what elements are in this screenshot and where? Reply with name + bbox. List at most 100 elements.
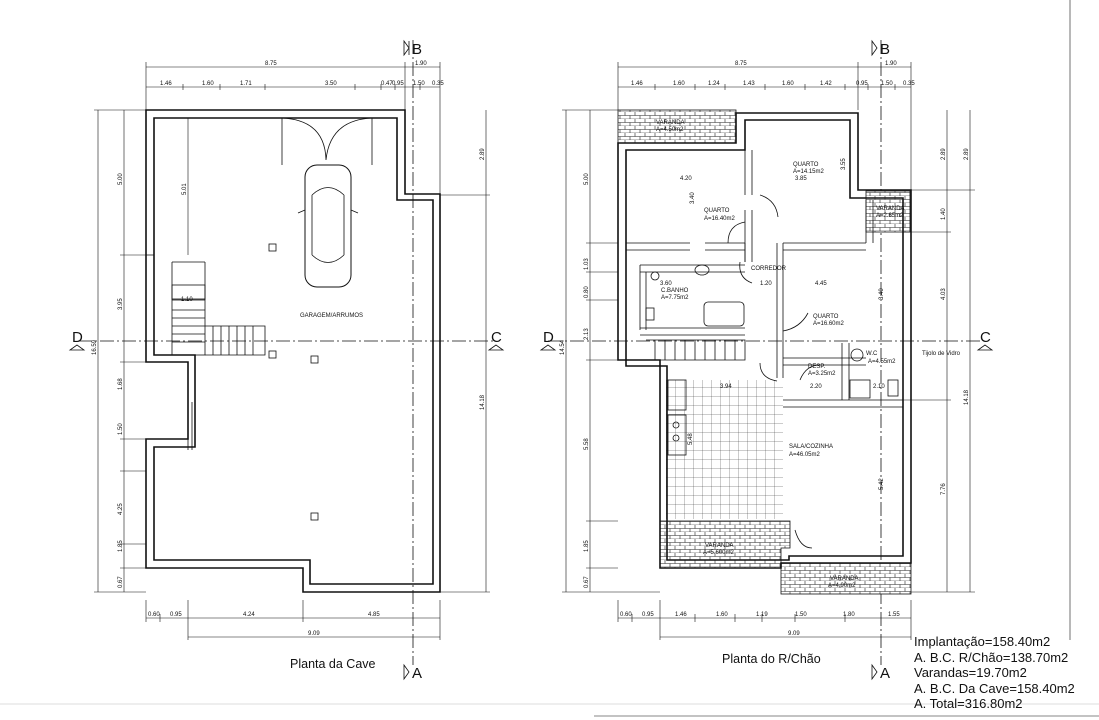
room-name: VARANDA (656, 120, 685, 126)
dim-label: 5.42 (879, 478, 885, 490)
dim-label: 0.47 (381, 81, 393, 87)
dim-label: 1.71 (240, 81, 252, 87)
dim-label: 8.75 (265, 61, 277, 67)
dim-label: 1.60 (716, 612, 728, 618)
right-plan: VARANDA A=4.50m2 QUARTO A=14.15m2 QUARTO… (539, 39, 994, 682)
dim-label: 7.76 (941, 483, 947, 495)
room-area: A=2.65m2 (876, 213, 904, 219)
area-total: A. Total=316.80m2 (914, 696, 1023, 711)
dim-label: 4.45 (815, 281, 827, 287)
area-implantacao: Implantação=158.40m2 (914, 634, 1051, 649)
axis-marker-icon (403, 39, 410, 57)
dim-label: 0.67 (118, 576, 124, 588)
dim-label: 0.95 (392, 81, 404, 87)
dim-label: 1.46 (631, 81, 643, 87)
dim-label: 2.10 (873, 384, 885, 390)
room-area: A=3.25m2 (808, 371, 836, 377)
dim-label: 2.89 (480, 148, 486, 160)
dim-label: 3.40 (879, 288, 885, 300)
kitchen-counter (667, 379, 687, 456)
axis-marker-icon (539, 344, 557, 351)
room-area: A=46.05m2 (789, 452, 821, 458)
area-abc-cave: A. B.C. Da Cave=158.40m2 (914, 680, 1075, 696)
dim-label: 1.46 (160, 81, 172, 87)
dim-label: 4.25 (118, 503, 124, 515)
axis-label-c: C (491, 329, 502, 346)
cave-stair (171, 299, 266, 356)
dim-label: 1.46 (675, 612, 687, 618)
dim-label: 4.20 (680, 176, 692, 182)
room-name: QUARTO (813, 314, 839, 320)
dim-label: 1.85 (584, 540, 590, 552)
axis-marker-icon (976, 344, 994, 351)
axis-marker-icon (871, 663, 878, 681)
room-area: A=4.90m2 (828, 583, 856, 589)
dim-label: 0.67 (584, 576, 590, 588)
column (310, 355, 319, 364)
column (310, 512, 319, 521)
dim-label: 1.85 (118, 540, 124, 552)
dim-label: 1.40 (941, 208, 947, 220)
room-name: DESP. (808, 364, 826, 370)
rchao-stair (646, 339, 746, 361)
dim-label: 1.50 (118, 423, 124, 435)
axis-marker-icon (871, 39, 878, 57)
dim-label: 0.60 (148, 612, 160, 618)
dim-label: 5.58 (584, 438, 590, 450)
room-area: A=16.40m2 (704, 216, 736, 222)
room-name: C.BANHO (661, 288, 689, 294)
dim-label: 1.24 (708, 81, 720, 87)
dim-label: 4.03 (941, 288, 947, 300)
axis-label-a: A (880, 665, 890, 682)
cave-room-label: GARAGEM/ARRUMOS (300, 313, 363, 319)
area-varandas: Varandas=19.70m2 (914, 665, 1027, 680)
dim-label: 1.55 (888, 612, 900, 618)
dim-label: 1.42 (820, 81, 832, 87)
dim-label: 1.20 (760, 281, 772, 287)
axis-label-d: D (72, 329, 83, 346)
dim-label: 2.13 (584, 328, 590, 340)
dim-label: 1.19 (756, 612, 768, 618)
room-name: QUARTO (704, 208, 730, 214)
axis-marker-icon (403, 663, 410, 681)
dim-label: 3.50 (325, 81, 337, 87)
dim-label: 9.09 (788, 631, 800, 637)
dim-label: 1.03 (584, 258, 590, 270)
dim-label: 1.60 (782, 81, 794, 87)
dim-label: 0.95 (642, 612, 654, 618)
dim-label: 16.59 (92, 339, 98, 355)
dim-label: 14.18 (964, 389, 970, 405)
bathroom-fixtures (645, 264, 899, 399)
room-area: A=5.600m2 (703, 550, 735, 556)
dim-label: 3.85 (795, 176, 807, 182)
room-name: VARANDA (830, 576, 859, 582)
room-area: A=4.50m2 (656, 127, 684, 133)
room-area: A=14.15m2 (793, 169, 825, 175)
column (268, 350, 277, 359)
left-plan-title: Planta da Cave (290, 657, 376, 671)
dim-label: 4.85 (368, 612, 380, 618)
dim-label: 1.90 (415, 61, 427, 67)
sala-floor-tiles (666, 380, 783, 519)
room-name: W.C (866, 351, 878, 357)
dim-label: 3.94 (720, 384, 732, 390)
dim-label: 2.89 (941, 148, 947, 160)
room-name: VARANDA (876, 206, 905, 212)
room-name: SALA/COZINHA (789, 444, 833, 450)
room-name: CORREDOR (751, 266, 787, 272)
dim-label: 4.24 (243, 612, 255, 618)
right-plan-title: Planta do R/Chão (722, 652, 821, 666)
dim-label: 0.80 (584, 286, 590, 298)
axis-marker-icon (68, 344, 86, 351)
garage-door (281, 117, 373, 165)
dim-label: 0.35 (903, 81, 915, 87)
dim-label: 5.48 (688, 433, 694, 445)
dim-label: 5.00 (118, 173, 124, 185)
dim-label: 3.55 (841, 158, 847, 170)
dim-label: 1.50 (413, 81, 425, 87)
varanda-bottom-right (780, 562, 912, 595)
left-plan: GARAGEM/ARRUMOS 8.75 1.90 1.46 1.60 1.71… (68, 39, 505, 682)
dim-label: 1.80 (843, 612, 855, 618)
room-area: A=7.75m2 (661, 295, 689, 301)
room-name: VARANDA (705, 543, 734, 549)
